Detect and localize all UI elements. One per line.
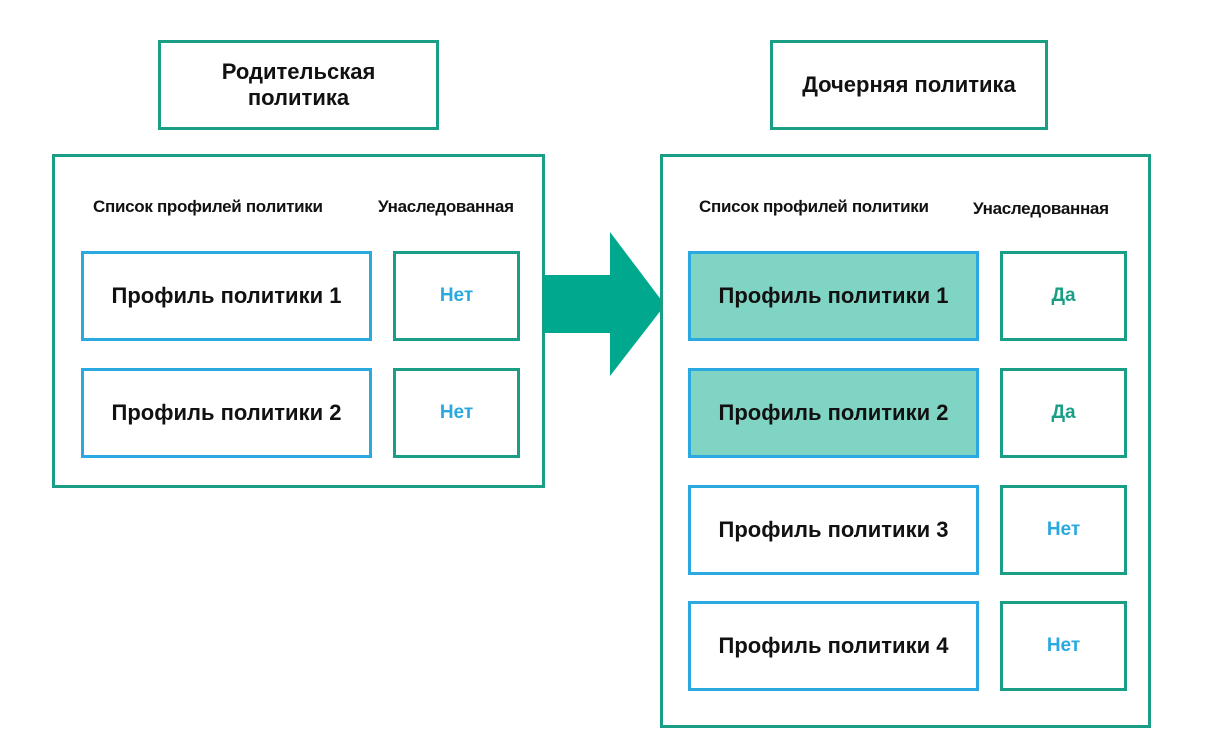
child-inherited-1: Да bbox=[1000, 251, 1127, 341]
child-inherited-4: Нет bbox=[1000, 601, 1127, 691]
parent-policy-title-text: Родительская политика bbox=[221, 58, 376, 110]
child-profile-4: Профиль политики 4 bbox=[688, 601, 979, 691]
child-col-header-profiles: Список профилей политики bbox=[699, 197, 929, 216]
child-profile-3: Профиль политики 3 bbox=[688, 485, 979, 575]
parent-col-header-profiles: Список профилей политики bbox=[93, 197, 323, 216]
parent-policy-title: Родительская политика bbox=[158, 40, 439, 130]
parent-inherited-2: Нет bbox=[393, 368, 520, 458]
child-inherited-2: Да bbox=[1000, 368, 1127, 458]
parent-col-header-inherited: Унаследованная bbox=[378, 197, 514, 216]
child-inherited-3: Нет bbox=[1000, 485, 1127, 575]
child-profile-2: Профиль политики 2 bbox=[688, 368, 979, 458]
child-col-header-inherited: Унаследованная bbox=[973, 199, 1109, 218]
inheritance-arrow-icon bbox=[543, 232, 665, 376]
child-policy-title: Дочерняя политика bbox=[770, 40, 1048, 130]
parent-profile-2: Профиль политики 2 bbox=[81, 368, 372, 458]
child-profile-1: Профиль политики 1 bbox=[688, 251, 979, 341]
parent-inherited-1: Нет bbox=[393, 251, 520, 341]
parent-profile-1: Профиль политики 1 bbox=[81, 251, 372, 341]
child-policy-title-text: Дочерняя политика bbox=[802, 71, 1016, 97]
